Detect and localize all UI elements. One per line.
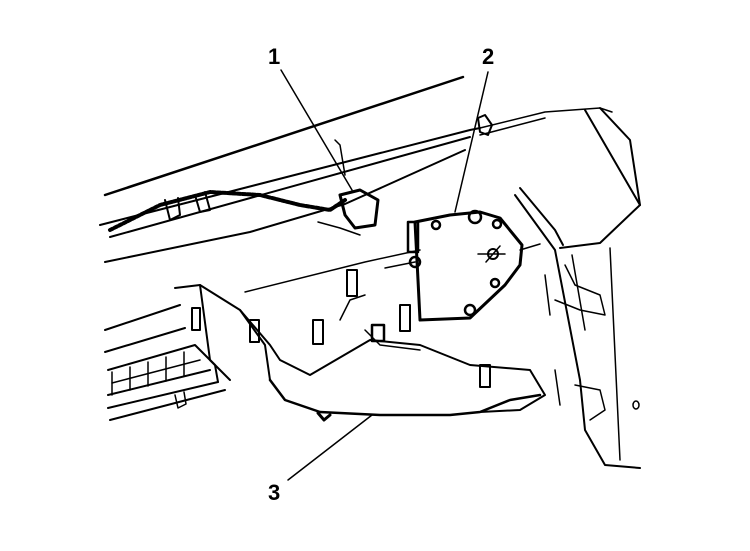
callout-2: 2: [482, 44, 495, 69]
callout-1: 1: [268, 44, 281, 69]
actuator-module: [384, 209, 541, 322]
vent-grille: [104, 304, 226, 421]
leader-lines: [280, 69, 489, 481]
wiring-harness: [108, 114, 493, 236]
lower-housing: [174, 249, 546, 417]
callout-3: 3: [268, 480, 281, 505]
fastener-clips: [191, 269, 491, 422]
right-housing: [514, 107, 641, 469]
